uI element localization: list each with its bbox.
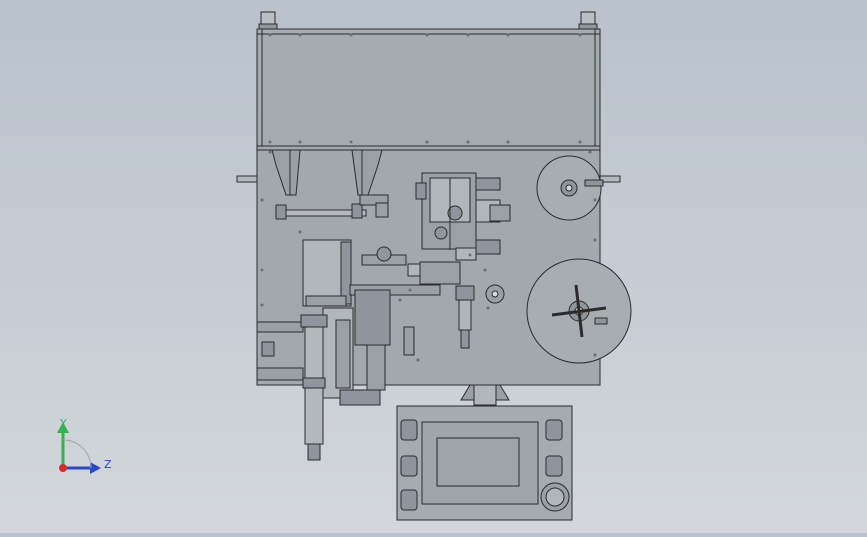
control-panel	[396, 405, 573, 521]
lower-reel	[526, 258, 632, 364]
feeding-assembly	[305, 246, 475, 406]
central-mechanism	[415, 172, 511, 261]
screw-dot	[506, 140, 510, 144]
top-left-knob	[258, 11, 278, 30]
screw-dot	[593, 353, 597, 357]
screw-dot	[425, 140, 429, 144]
screw-dot	[486, 306, 490, 310]
screw-dot	[268, 33, 272, 37]
upper-cover-plate	[256, 28, 601, 147]
y-axis-label: Y	[59, 417, 67, 430]
air-cylinder	[300, 314, 328, 461]
screw-dot	[466, 33, 470, 37]
z-axis-label: Z	[104, 458, 112, 471]
screw-dot	[298, 230, 302, 234]
left-lower-bracket	[256, 321, 304, 333]
screw-dot	[416, 358, 420, 362]
screw-dot	[398, 298, 402, 302]
screw-dot	[260, 303, 264, 307]
screw-dot	[593, 238, 597, 242]
screw-dot	[298, 140, 302, 144]
coordinate-triad: Y Z	[57, 417, 112, 474]
screw-dot	[349, 140, 353, 144]
screw-dot	[483, 268, 487, 272]
left-shaft	[236, 175, 258, 183]
screw-dot	[506, 33, 510, 37]
screw-dot	[425, 33, 429, 37]
screw-holes	[260, 33, 597, 362]
screw-dot	[298, 33, 302, 37]
screw-dot	[408, 288, 412, 292]
screw-dot	[578, 140, 582, 144]
hopper-right	[351, 149, 383, 196]
screw-dot	[578, 33, 582, 37]
screw-dot	[468, 253, 472, 257]
top-right-knob	[578, 11, 598, 30]
y-axis-arrow-icon	[57, 422, 69, 433]
screw-dot	[260, 268, 264, 272]
screw-dot	[466, 140, 470, 144]
upper-reel	[536, 155, 604, 221]
hmi-screen	[436, 437, 520, 487]
screw-dot	[268, 150, 272, 154]
hopper-left	[271, 149, 301, 196]
screw-dot	[268, 140, 272, 144]
screw-dot	[593, 198, 597, 202]
screw-dot	[588, 150, 592, 154]
z-axis-arrow-icon	[90, 462, 101, 474]
origin-dot-icon	[59, 464, 67, 472]
screw-dot	[349, 33, 353, 37]
screw-dot	[260, 198, 264, 202]
